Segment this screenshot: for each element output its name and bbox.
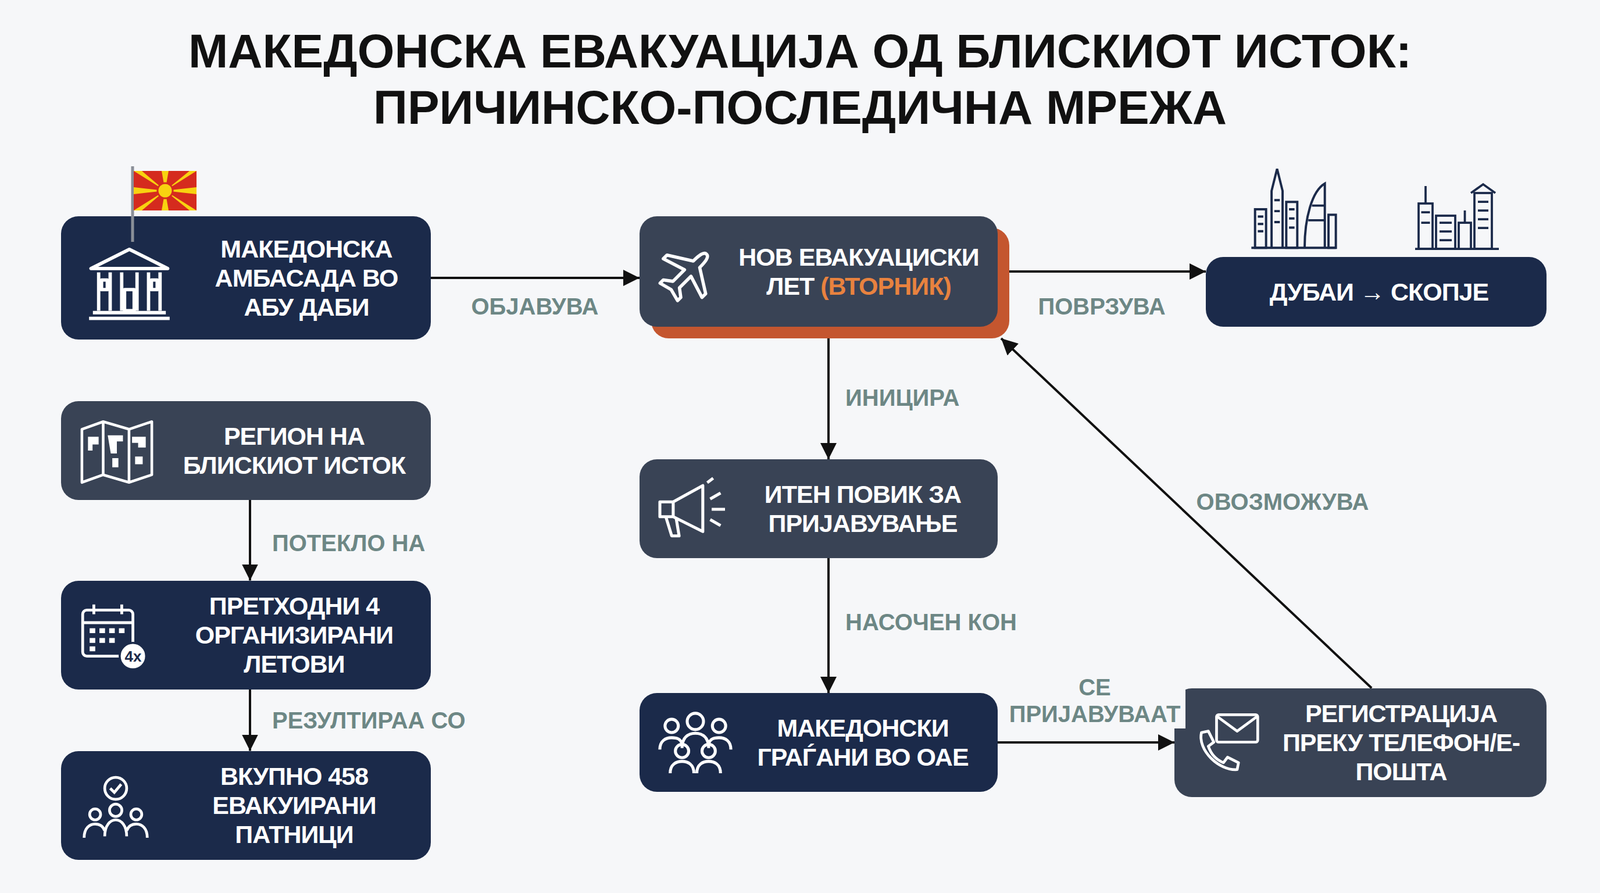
- node-text-wrap: ДУБАИ → СКОПЈЕ: [1223, 277, 1535, 307]
- callout-number: 4x: [125, 647, 142, 666]
- node-text-wrap: МАКЕДОНСКИ ГРАЃАНИ ВО ОАЕ: [739, 713, 987, 773]
- connector-arrow: [248, 500, 252, 581]
- embassy-box: МАКЕДОНСКА АМБАСАДА ВО АБУ ДАБИ: [61, 216, 431, 340]
- skopje-skyline: [1412, 180, 1502, 251]
- dubai-skyline: [1247, 163, 1341, 251]
- node-label: МАКЕДОНСКА АМБАСАДА ВО АБУ ДАБИ: [215, 234, 399, 322]
- node-text-wrap: НОВ ЕВАКУАЦИСКИ ЛЕТ(ВТОРНИК): [731, 242, 987, 302]
- flag-icon: [129, 166, 199, 242]
- people-group-icon: [658, 708, 733, 774]
- phone-mail-icon: [1191, 711, 1261, 773]
- connector-arrow: [997, 741, 1175, 744]
- people-check-icon: [81, 773, 150, 842]
- node-label: ПРЕТХОДНИ 4 ОРГАНИЗИРАНИ ЛЕТОВИ: [195, 591, 394, 679]
- node-text-wrap: ПРЕТХОДНИ 4 ОРГАНИЗИРАНИ ЛЕТОВИ: [169, 591, 420, 680]
- edge-label: РЕЗУЛТИРАА СО: [268, 705, 470, 735]
- edge-label: ИНИЦИРА: [841, 383, 963, 413]
- edge-label: СЕ ПРИЈАВУВААТ: [1004, 672, 1186, 729]
- plane-icon: [652, 241, 720, 307]
- flight-box: НОВ ЕВАКУАЦИСКИ ЛЕТ(ВТОРНИК): [639, 216, 998, 327]
- edge-label: ОБЈАВУВА: [467, 291, 602, 321]
- node-text-wrap: ВКУПНО 458 ЕВАКУИРАНИ ПАТНИЦИ: [169, 761, 420, 850]
- edge-label: ОВОЗМОЖУВА: [1193, 487, 1373, 517]
- diagram-title: МАКЕДОНСКА ЕВАКУАЦИЈА ОД БЛИСКИОТ ИСТОК:…: [131, 23, 1469, 137]
- node-text-wrap: МАКЕДОНСКА АМБАСАДА ВО АБУ ДАБИ: [193, 234, 420, 323]
- connector-arrow: [997, 270, 1206, 273]
- embassy-icon: [81, 235, 178, 323]
- flights-box: ПРЕТХОДНИ 4 ОРГАНИЗИРАНИ ЛЕТОВИ: [61, 580, 431, 690]
- connector-arrow: [827, 326, 830, 460]
- edge-label: ПОВРЗУВА: [1034, 291, 1169, 321]
- route-box: ДУБАИ → СКОПЈЕ: [1205, 256, 1547, 327]
- node-label: РЕГИСТРАЦИЈА ПРЕКУ ТЕЛЕФОН/Е-ПОШТА: [1282, 699, 1520, 787]
- node-label: ВКУПНО 458 ЕВАКУИРАНИ ПАТНИЦИ: [212, 762, 377, 849]
- node-sublabel: (ВТОРНИК): [820, 272, 952, 300]
- connector-arrow: [827, 558, 830, 694]
- connector-arrow: [430, 276, 640, 280]
- node-label: ИТЕН ПОВИК ЗА ПРИЈАВУВАЊЕ: [764, 480, 962, 538]
- map-icon: [78, 418, 156, 486]
- node-label: РЕГИОН НА БЛИСКИОТ ИСТОК: [183, 422, 406, 480]
- call-box: ИТЕН ПОВИК ЗА ПРИЈАВУВАЊЕ: [639, 459, 998, 559]
- connector-arrow: [248, 689, 252, 752]
- edge-label: ПОТЕКЛО НА: [268, 528, 429, 558]
- node-text-wrap: РЕГИОН НА БЛИСКИОТ ИСТОК: [169, 421, 420, 481]
- megaphone-icon: [655, 476, 730, 542]
- node-label: МАКЕДОНСКИ ГРАЃАНИ ВО ОАЕ: [756, 713, 969, 771]
- node-text-wrap: РЕГИСТРАЦИЈА ПРЕКУ ТЕЛЕФОН/Е-ПОШТА: [1267, 698, 1535, 787]
- node-text-wrap: ИТЕН ПОВИК ЗА ПРИЈАВУВАЊЕ: [739, 479, 987, 539]
- node-label: ДУБАИ → СКОПЈЕ: [1269, 277, 1489, 306]
- edge-label: НАСОЧЕН КОН: [841, 607, 1021, 637]
- citizens-box: МАКЕДОНСКИ ГРАЃАНИ ВО ОАЕ: [639, 693, 998, 792]
